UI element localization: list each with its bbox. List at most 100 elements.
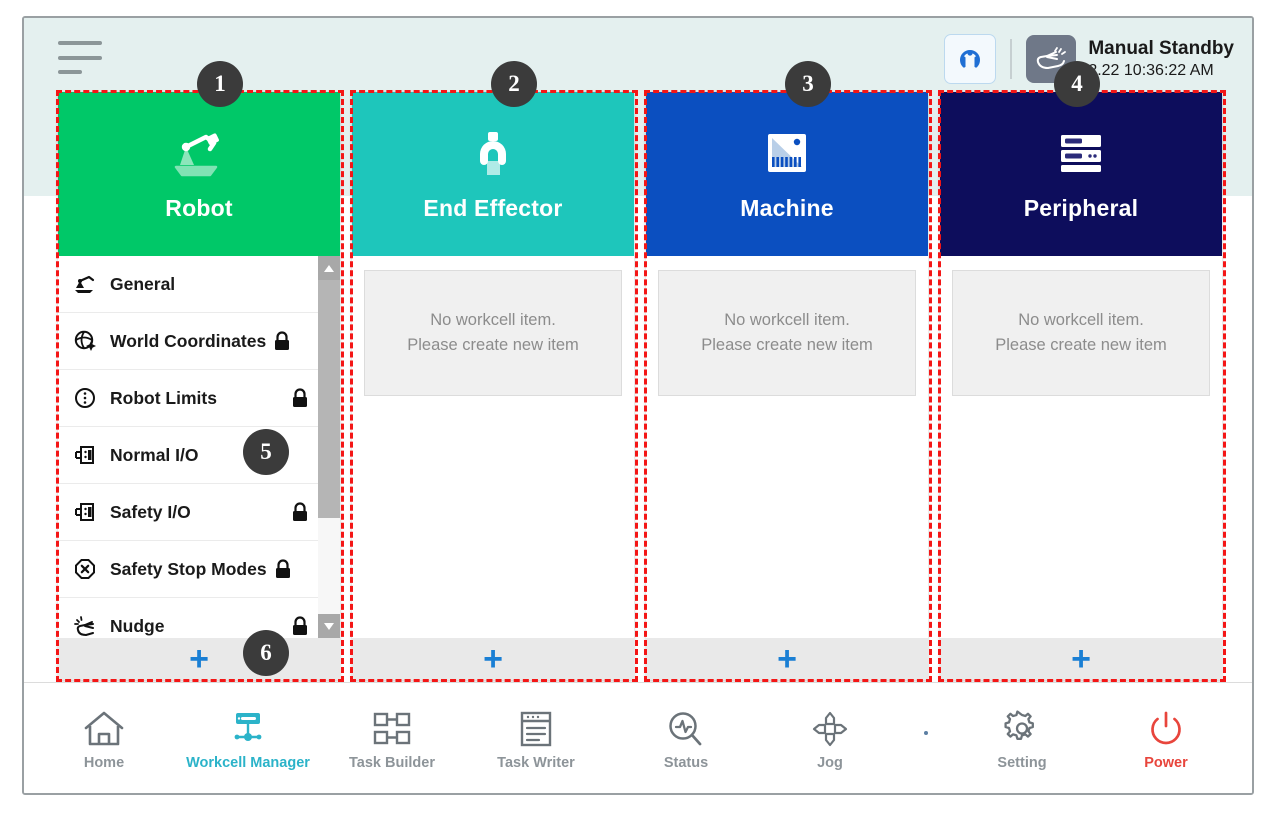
lock-icon <box>290 387 310 409</box>
list-item-world-coordinates[interactable]: World Coordinates <box>58 313 318 370</box>
list-item-robot-limits[interactable]: Robot Limits <box>58 370 318 427</box>
list-item-label: Normal I/O <box>110 444 199 465</box>
lock-icon <box>290 501 310 523</box>
empty-line-2: Please create new item <box>407 336 579 354</box>
header-status-cluster: Manual Standby 2.22 10:36:22 AM <box>944 30 1234 88</box>
workcell-card-machine[interactable]: Machine No workcell item. Please create … <box>646 92 928 680</box>
plus-icon: + <box>777 640 797 678</box>
status-pulse-icon <box>665 706 707 748</box>
add-end-effector-item-button[interactable]: + <box>352 638 634 680</box>
nav-item-workcell-manager[interactable]: Workcell Manager <box>186 706 310 771</box>
list-item-label: World Coordinates <box>110 330 267 351</box>
annotation-badge-2: 2 <box>491 61 537 107</box>
annotation-badge-1: 1 <box>197 61 243 107</box>
lock-icon <box>273 558 293 580</box>
task-writer-icon <box>515 706 557 748</box>
add-machine-item-button[interactable]: + <box>646 638 928 680</box>
nav-item-setting[interactable]: Setting <box>972 706 1072 771</box>
list-item-safety-io[interactable]: Safety I/O <box>58 484 318 541</box>
list-item-label: Nudge <box>110 615 165 636</box>
stop-octagon-icon <box>70 557 100 581</box>
empty-line-1: No workcell item. <box>724 311 850 329</box>
lock-icon <box>290 615 310 637</box>
nudge-hand-icon <box>70 614 100 638</box>
list-item-general[interactable]: General <box>58 256 318 313</box>
list-scrollbar[interactable] <box>318 256 340 638</box>
gripper-icon <box>467 127 519 183</box>
nav-label: Setting <box>997 754 1047 771</box>
add-peripheral-item-button[interactable]: + <box>940 638 1222 680</box>
bottom-nav-right-group: Status Jog <box>636 706 1216 771</box>
annotation-badge-6: 6 <box>243 630 289 676</box>
empty-state-machine: No workcell item. Please create new item <box>658 270 916 396</box>
list-item-label: Safety I/O <box>110 501 191 522</box>
card-header-end-effector[interactable]: End Effector <box>352 92 634 256</box>
annotation-badge-5: 5 <box>243 429 289 475</box>
scrollbar-thumb[interactable] <box>318 280 340 518</box>
empty-state-end-effector: No workcell item. Please create new item <box>364 270 622 396</box>
nav-item-status[interactable]: Status <box>636 706 736 771</box>
power-icon <box>1145 706 1187 748</box>
server-rack-icon <box>1053 127 1109 183</box>
empty-line-1: No workcell item. <box>1018 311 1144 329</box>
list-item-label: Robot Limits <box>110 387 217 408</box>
reset-pose-button[interactable] <box>944 34 997 84</box>
machine-icon <box>760 127 814 183</box>
empty-line-2: Please create new item <box>701 336 873 354</box>
nav-item-jog[interactable]: Jog <box>780 706 880 771</box>
home-icon <box>83 706 125 748</box>
workcell-card-end-effector[interactable]: End Effector No workcell item. Please cr… <box>352 92 634 680</box>
scroll-down-button[interactable] <box>318 614 340 638</box>
list-item-safety-stop-modes[interactable]: Safety Stop Modes <box>58 541 318 598</box>
reset-pose-icon <box>960 50 981 68</box>
manual-hand-icon <box>1037 47 1067 69</box>
workcell-cards-row: Robot General <box>58 92 1222 680</box>
card-header-peripheral[interactable]: Peripheral <box>940 92 1222 256</box>
list-item-nudge[interactable]: Nudge <box>58 598 318 638</box>
card-title-end-effector: End Effector <box>423 194 563 221</box>
annotation-badge-3: 3 <box>785 61 831 107</box>
robot-settings-list[interactable]: General World Coordinates <box>58 256 340 638</box>
hamburger-menu-icon[interactable] <box>58 38 106 74</box>
lock-icon <box>272 330 292 352</box>
card-title-peripheral: Peripheral <box>1023 194 1139 221</box>
nav-item-home[interactable]: Home <box>54 706 154 771</box>
empty-line-2: Please create new item <box>995 336 1167 354</box>
nav-label: Jog <box>817 754 843 771</box>
bottom-navigation-bar: Home Workcell Manager <box>24 682 1252 793</box>
card-title-robot: Robot <box>165 194 233 221</box>
card-header-robot[interactable]: Robot <box>58 92 340 256</box>
list-item-label: General <box>110 273 176 294</box>
list-item-normal-io[interactable]: Normal I/O <box>58 427 318 484</box>
robot-arm-icon <box>170 127 228 183</box>
nav-item-task-builder[interactable]: Task Builder <box>342 706 442 771</box>
teach-pendant-screen: Manual Standby 2.22 10:36:22 AM Robot <box>22 16 1254 795</box>
nav-label: Status <box>663 754 709 771</box>
header-divider <box>1010 39 1013 79</box>
add-robot-item-button[interactable]: + <box>58 638 340 680</box>
nav-label: Task Writer <box>497 754 575 771</box>
workcell-card-peripheral[interactable]: Peripheral No workcell item. Please crea… <box>940 92 1222 680</box>
workcell-card-robot[interactable]: Robot General <box>58 92 340 680</box>
status-text-block: Manual Standby 2.22 10:36:22 AM <box>1088 37 1234 81</box>
nav-label: Workcell Manager <box>186 754 310 771</box>
nav-item-task-writer[interactable]: Task Writer <box>486 706 586 771</box>
status-title: Manual Standby <box>1088 38 1234 60</box>
globe-coordinates-icon <box>70 329 100 353</box>
workcell-node-icon <box>227 706 269 748</box>
jog-arrows-icon <box>809 706 851 748</box>
hamburger-line-2 <box>58 55 102 60</box>
chevron-down-icon <box>324 622 334 630</box>
card-body-machine: No workcell item. Please create new item <box>646 256 928 638</box>
card-body-robot: General World Coordinates <box>58 256 340 638</box>
scroll-up-button[interactable] <box>318 256 340 280</box>
io-port-icon <box>70 500 100 524</box>
plus-icon: + <box>1071 640 1091 678</box>
chevron-up-icon <box>324 264 334 272</box>
nav-label: Task Builder <box>349 754 435 771</box>
card-body-peripheral: No workcell item. Please create new item <box>940 256 1222 638</box>
task-builder-icon <box>371 706 413 748</box>
nav-item-power[interactable]: Power <box>1116 706 1216 771</box>
card-header-machine[interactable]: Machine <box>646 92 928 256</box>
plus-icon: + <box>483 640 503 678</box>
